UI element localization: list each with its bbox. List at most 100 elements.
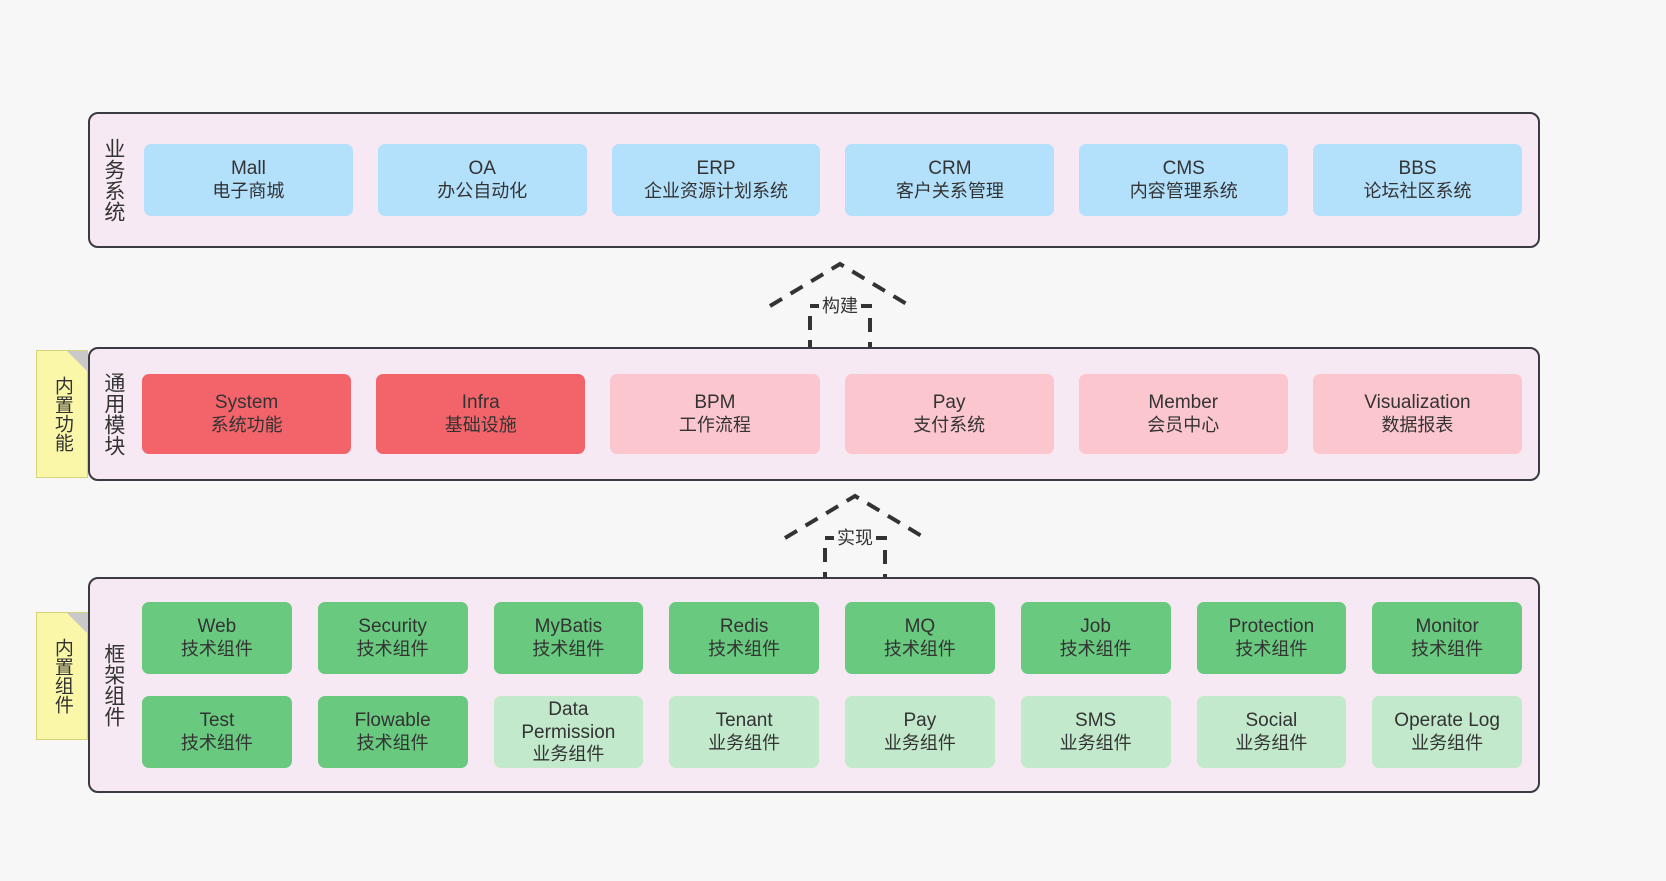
card-mybatis[interactable]: MyBatis 技术组件 bbox=[493, 602, 644, 674]
card-title-cn: 业务组件 bbox=[708, 732, 781, 753]
card-title-cn: 办公自动化 bbox=[437, 180, 528, 201]
card-title-en: OA bbox=[468, 158, 496, 180]
card-title-en: ERP bbox=[696, 158, 736, 180]
card-title-en: Data Permission bbox=[521, 698, 616, 744]
card-title-cn: 电子商城 bbox=[212, 180, 285, 201]
card-security[interactable]: Security 技术组件 bbox=[317, 602, 468, 674]
card-title-cn: 技术组件 bbox=[532, 638, 605, 659]
card-sms[interactable]: SMS 业务组件 bbox=[1020, 696, 1171, 768]
card-title-cn: 技术组件 bbox=[356, 732, 429, 753]
card-title-en: Web bbox=[197, 616, 237, 638]
card-title-en: BPM bbox=[694, 392, 736, 414]
card-title-en: Member bbox=[1148, 392, 1219, 414]
card-title-cn: 技术组件 bbox=[708, 638, 781, 659]
card-oa[interactable]: OA 办公自动化 bbox=[377, 144, 587, 216]
card-monitor[interactable]: Monitor 技术组件 bbox=[1372, 602, 1522, 674]
card-title-cn: 企业资源计划系统 bbox=[644, 180, 789, 201]
layer-framework-components: 框架组件 Web 技术组件 Security 技术组件 MyBatis 技术组件… bbox=[88, 577, 1540, 793]
card-title-en: Redis bbox=[719, 616, 769, 638]
sticky-note-builtin-function: 内置功能 bbox=[36, 350, 88, 478]
card-title-en: Tenant bbox=[715, 710, 773, 732]
card-title-cn: 技术组件 bbox=[1235, 638, 1308, 659]
card-title-cn: 数据报表 bbox=[1381, 414, 1454, 435]
card-system[interactable]: System 系统功能 bbox=[142, 374, 352, 454]
card-title-en: Social bbox=[1245, 710, 1298, 732]
card-bbs[interactable]: BBS 论坛社区系统 bbox=[1313, 144, 1522, 216]
card-title-cn: 基础设施 bbox=[444, 414, 517, 435]
card-title-cn: 业务组件 bbox=[532, 744, 605, 765]
card-title-cn: 技术组件 bbox=[1059, 638, 1132, 659]
card-title-en: Infra bbox=[461, 392, 500, 414]
arrow-label-build: 构建 bbox=[819, 292, 861, 318]
card-title-en: Job bbox=[1080, 616, 1111, 638]
cell-row: System 系统功能 Infra 基础设施 BPM 工作流程 Pay 支付系统… bbox=[142, 374, 1523, 454]
card-title-cn: 技术组件 bbox=[356, 638, 429, 659]
card-title-cn: 技术组件 bbox=[1411, 638, 1484, 659]
layer-modules-cells: System 系统功能 Infra 基础设施 BPM 工作流程 Pay 支付系统… bbox=[136, 349, 1538, 479]
card-mq[interactable]: MQ 技术组件 bbox=[845, 602, 995, 674]
card-title-cn: 业务组件 bbox=[1235, 732, 1308, 753]
card-flowable[interactable]: Flowable 技术组件 bbox=[317, 696, 468, 768]
card-erp[interactable]: ERP 企业资源计划系统 bbox=[611, 144, 821, 216]
layer-common-modules: 通用模块 System 系统功能 Infra 基础设施 BPM 工作流程 Pay bbox=[88, 347, 1540, 481]
card-title-cn: 系统功能 bbox=[210, 414, 283, 435]
card-title-cn: 技术组件 bbox=[180, 732, 253, 753]
card-title-cn: 业务组件 bbox=[1059, 732, 1132, 753]
card-title-cn: 工作流程 bbox=[678, 414, 751, 435]
card-title-en: Protection bbox=[1228, 616, 1315, 638]
arrowhead-open-triangle bbox=[783, 493, 927, 540]
card-title-en: MQ bbox=[904, 616, 936, 638]
layer-business-cells: Mall 电子商城 OA 办公自动化 ERP 企业资源计划系统 CRM 客户关系… bbox=[136, 114, 1538, 246]
card-test[interactable]: Test 技术组件 bbox=[142, 696, 292, 768]
card-title-en: Visualization bbox=[1364, 392, 1471, 414]
card-title-cn: 业务组件 bbox=[883, 732, 956, 753]
card-title-en: Monitor bbox=[1415, 616, 1479, 638]
card-cms[interactable]: CMS 内容管理系统 bbox=[1079, 144, 1289, 216]
arrow-label-implement: 实现 bbox=[834, 524, 876, 550]
card-title-en: SMS bbox=[1075, 710, 1117, 732]
card-title-en: Security bbox=[358, 616, 427, 638]
card-title-cn: 业务组件 bbox=[1411, 732, 1484, 753]
card-title-cn: 客户关系管理 bbox=[895, 180, 1004, 201]
card-redis[interactable]: Redis 技术组件 bbox=[669, 602, 819, 674]
card-web[interactable]: Web 技术组件 bbox=[142, 602, 292, 674]
card-title-cn: 内容管理系统 bbox=[1129, 180, 1238, 201]
arrow-build: 构建 bbox=[760, 258, 920, 356]
card-member[interactable]: Member 会员中心 bbox=[1078, 374, 1288, 454]
card-bpm[interactable]: BPM 工作流程 bbox=[610, 374, 820, 454]
cell-row: Web 技术组件 Security 技术组件 MyBatis 技术组件 Redi… bbox=[142, 602, 1522, 674]
card-crm[interactable]: CRM 客户关系管理 bbox=[845, 144, 1055, 216]
card-title-en: BBS bbox=[1398, 158, 1437, 180]
card-title-en: Flowable bbox=[354, 710, 431, 732]
layer-title-business-system: 业务系统 bbox=[101, 138, 125, 222]
card-title-cn: 技术组件 bbox=[883, 638, 956, 659]
card-data-permission[interactable]: Data Permission 业务组件 bbox=[493, 696, 644, 768]
card-title-en: MyBatis bbox=[534, 616, 603, 638]
card-pay[interactable]: Pay 支付系统 bbox=[844, 374, 1054, 454]
card-title-en: Test bbox=[199, 710, 235, 732]
card-protection[interactable]: Protection 技术组件 bbox=[1196, 602, 1347, 674]
cell-row: Mall 电子商城 OA 办公自动化 ERP 企业资源计划系统 CRM 客户关系… bbox=[144, 144, 1522, 216]
card-mall[interactable]: Mall 电子商城 bbox=[144, 144, 353, 216]
card-operate-log[interactable]: Operate Log 业务组件 bbox=[1372, 696, 1522, 768]
card-title-cn: 支付系统 bbox=[913, 414, 986, 435]
layer-title-common-modules: 通用模块 bbox=[101, 372, 125, 456]
cell-row: Test 技术组件 Flowable 技术组件 Data Permission … bbox=[142, 696, 1522, 768]
card-title-en: Mall bbox=[230, 158, 266, 180]
card-visualization[interactable]: Visualization 数据报表 bbox=[1312, 374, 1523, 454]
card-infra[interactable]: Infra 基础设施 bbox=[376, 374, 586, 454]
layer-business-system: 业务系统 Mall 电子商城 OA 办公自动化 ERP 企业资源计划系统 CRM bbox=[88, 112, 1540, 248]
card-title-en: Pay bbox=[932, 392, 966, 414]
card-job[interactable]: Job 技术组件 bbox=[1020, 602, 1171, 674]
card-pay-component[interactable]: Pay 业务组件 bbox=[845, 696, 995, 768]
card-title-cn: 会员中心 bbox=[1147, 414, 1220, 435]
card-title-en: CRM bbox=[928, 158, 972, 180]
card-tenant[interactable]: Tenant 业务组件 bbox=[669, 696, 819, 768]
arrowhead-open-triangle bbox=[768, 261, 912, 308]
arrow-implement: 实现 bbox=[775, 490, 935, 588]
card-title-en: Pay bbox=[903, 710, 937, 732]
card-title-en: Operate Log bbox=[1394, 710, 1500, 732]
card-social[interactable]: Social 业务组件 bbox=[1196, 696, 1347, 768]
card-title-cn: 论坛社区系统 bbox=[1363, 180, 1472, 201]
